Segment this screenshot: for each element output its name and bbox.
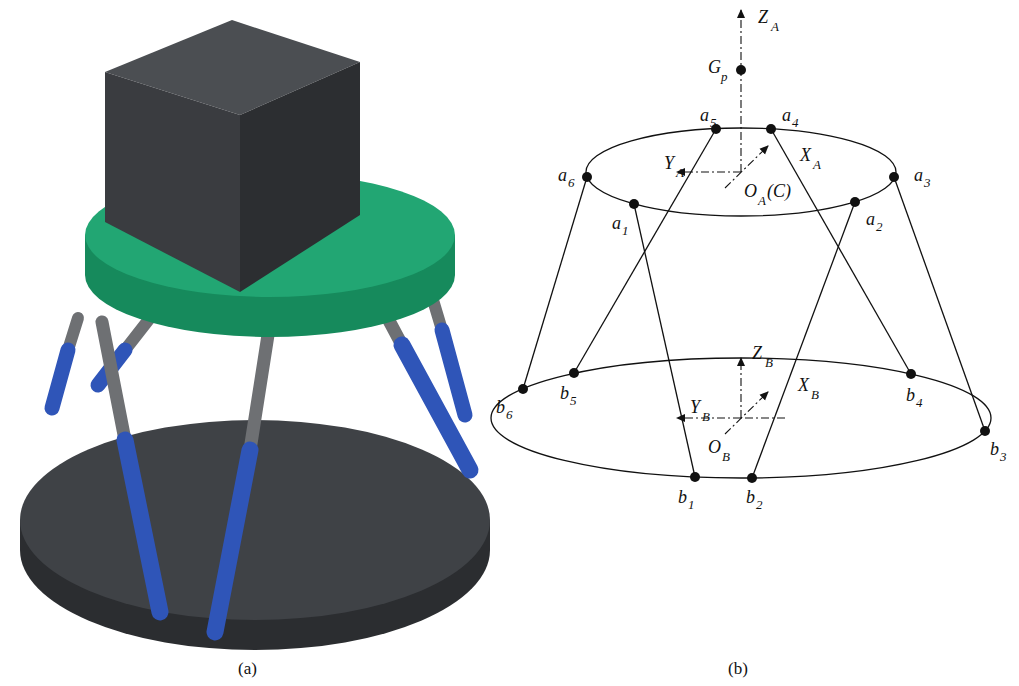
subscript-label: 2 <box>756 498 763 511</box>
subscript-label: 6 <box>506 408 513 421</box>
subscript-label: B <box>811 388 819 401</box>
point-label: O <box>744 182 757 200</box>
subscript-label: A <box>771 20 779 33</box>
point-label: O <box>708 438 721 456</box>
subscript-label: 5 <box>710 116 717 129</box>
point-label: G <box>708 58 721 76</box>
base-plate <box>20 420 490 650</box>
point-label: (C) <box>767 182 791 200</box>
panel-caption: (b) <box>728 660 748 677</box>
point-label: b <box>560 384 569 402</box>
subscript-label: B <box>722 450 730 463</box>
subscript-label: 4 <box>916 396 923 409</box>
point-label: Y <box>664 154 674 172</box>
point-label: b <box>496 398 505 416</box>
point-label: Y <box>690 398 700 416</box>
subscript-label: 5 <box>570 394 577 407</box>
point-label: Z <box>752 344 762 362</box>
subscript-label: B <box>765 356 773 369</box>
subscript-label: 3 <box>1000 450 1007 463</box>
point-label: a <box>914 166 923 184</box>
point-label: a <box>866 210 875 228</box>
schematic <box>491 128 991 478</box>
subscript-label: 1 <box>622 224 629 237</box>
subscript-label: 2 <box>876 220 883 233</box>
point-label: b <box>678 488 687 506</box>
point-label: b <box>990 440 999 458</box>
point-label: X <box>800 146 811 164</box>
subscript-label: 4 <box>792 116 799 129</box>
subscript-label: A <box>813 158 821 171</box>
subscript-label: p <box>721 70 728 83</box>
point-label: a <box>700 106 709 124</box>
point-label: a <box>612 214 621 232</box>
point-label: X <box>798 376 809 394</box>
point-label: Z <box>758 8 768 26</box>
subscript-label: A <box>676 166 684 179</box>
panel-caption: (a) <box>238 660 257 677</box>
subscript-label: 3 <box>924 176 931 189</box>
joint-dots <box>518 65 990 483</box>
point-label: a <box>782 106 791 124</box>
subscript-label: A <box>758 194 766 207</box>
subscript-label: B <box>702 410 710 423</box>
actuator-legs-front <box>102 300 470 632</box>
payload-cube <box>105 20 360 292</box>
point-label: a <box>558 166 567 184</box>
subscript-label: 1 <box>688 498 695 511</box>
coordinate-axes <box>677 10 785 434</box>
subscript-label: 6 <box>568 176 575 189</box>
point-label: b <box>906 386 915 404</box>
point-label: b <box>746 488 755 506</box>
